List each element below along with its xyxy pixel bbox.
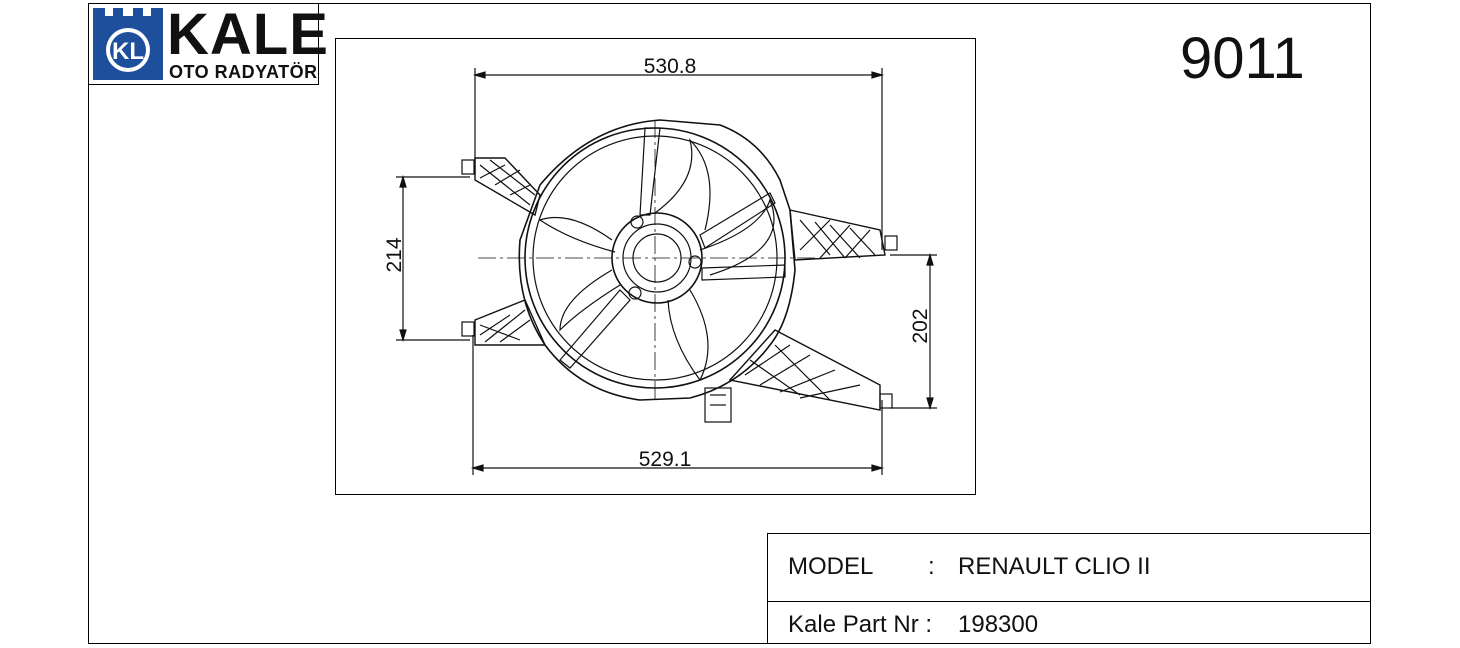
bracket-right-upper	[789, 209, 886, 261]
right-height-label: 202	[909, 308, 932, 343]
part-label: Kale Part Nr :	[788, 611, 933, 638]
model-row: MODEL : RENAULT CLIO II	[768, 534, 1370, 602]
model-value: RENAULT CLIO II	[958, 553, 1151, 580]
fan-blade	[667, 289, 709, 382]
kale-logo: KL KALE OTO RADYATÖR	[88, 3, 328, 85]
logo-mark-letters: KL	[112, 38, 144, 65]
info-table: MODEL : RENAULT CLIO II Kale Part Nr : 1…	[767, 533, 1371, 644]
drawing-sheet	[88, 3, 1371, 644]
part-value: 198300	[958, 611, 1039, 638]
model-colon: :	[928, 553, 935, 580]
bracket-left-lower	[474, 299, 547, 346]
castle-logo-icon: KL	[93, 8, 163, 80]
fan-blade	[559, 269, 621, 332]
fan-blade	[699, 198, 775, 276]
top-width-label: 530.8	[644, 55, 697, 78]
fan-connector	[704, 387, 732, 423]
part-row: Kale Part Nr : 198300	[768, 601, 1370, 645]
fan-blade	[654, 138, 711, 231]
brand-tagline: OTO RADYATÖR	[169, 62, 318, 82]
bottom-width-label: 529.1	[639, 448, 692, 471]
technical-drawing-frame	[335, 38, 976, 495]
fan-shroud	[518, 119, 796, 401]
brand-name: KALE	[167, 2, 329, 67]
product-code: 9011	[1180, 26, 1305, 91]
model-label: MODEL	[788, 553, 874, 580]
left-height-label: 214	[383, 237, 406, 272]
bracket-left-upper	[474, 157, 541, 217]
fan-blade	[538, 216, 616, 253]
